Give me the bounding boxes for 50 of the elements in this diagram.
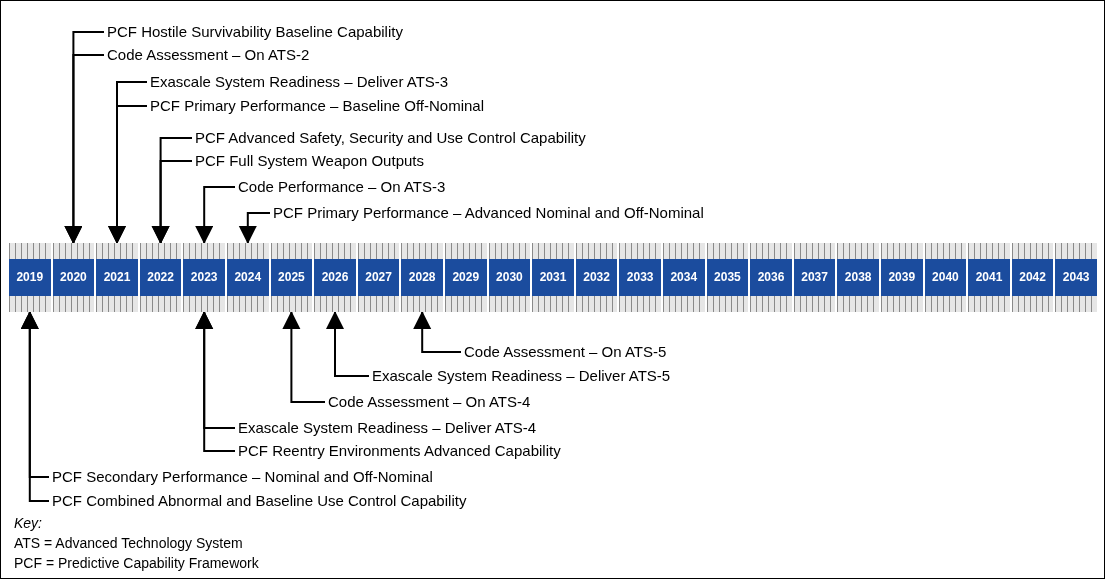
milestone-label: Code Assessment – On ATS-2 bbox=[107, 46, 310, 64]
year-cell: 2027 bbox=[357, 243, 402, 312]
year-cell: 2041 bbox=[968, 243, 1012, 312]
year-cell: 2019 bbox=[9, 243, 53, 312]
year-cell: 2039 bbox=[881, 243, 925, 312]
year-cell: 2042 bbox=[1011, 243, 1056, 312]
arrow bbox=[413, 311, 462, 353]
milestone-label: PCF Secondary Performance – Nominal and Off-Nominal bbox=[52, 468, 433, 486]
milestone-label: PCF Hostile Survivability Baseline Capability bbox=[107, 23, 403, 41]
milestone-label: PCF Primary Performance – Advanced Nominal and Off-Nominal bbox=[273, 204, 704, 222]
key-heading: Key: bbox=[14, 515, 42, 532]
year-cell: 2024 bbox=[227, 243, 271, 312]
year-cell: 2037 bbox=[793, 243, 838, 312]
arrow bbox=[238, 212, 271, 244]
arrow bbox=[282, 311, 326, 403]
year-cell: 2025 bbox=[270, 243, 315, 312]
year-cell: 2020 bbox=[52, 243, 97, 312]
year-cell: 2031 bbox=[532, 243, 576, 312]
year-cell: 2040 bbox=[924, 243, 969, 312]
milestone-label: Code Performance – On ATS-3 bbox=[238, 178, 446, 196]
milestone-label: PCF Primary Performance – Baseline Off-Nominal bbox=[150, 97, 484, 115]
key-entry: ATS = Advanced Technology System bbox=[14, 535, 243, 552]
year-cell: 2029 bbox=[445, 243, 489, 312]
milestone-label: Exascale System Readiness – Deliver ATS-3 bbox=[150, 73, 449, 91]
arrow bbox=[195, 186, 236, 244]
key-entry: PCF = Predictive Capability Framework bbox=[14, 555, 259, 572]
milestone-label: Code Assessment – On ATS-5 bbox=[464, 343, 667, 361]
year-cell: 2030 bbox=[488, 243, 533, 312]
year-cell: 2036 bbox=[750, 243, 794, 312]
arrow bbox=[151, 160, 193, 244]
year-cell: 2038 bbox=[837, 243, 881, 312]
arrow bbox=[326, 311, 370, 377]
milestone-label: PCF Combined Abnormal and Baseline Use Control Capability bbox=[52, 492, 467, 510]
year-cell: 2028 bbox=[401, 243, 445, 312]
milestone-label: PCF Advanced Safety, Security and Use Control Capability bbox=[195, 129, 586, 147]
milestone-label: PCF Reentry Environments Advanced Capability bbox=[238, 442, 561, 460]
year-cell: 2034 bbox=[663, 243, 707, 312]
year-cell: 2023 bbox=[183, 243, 227, 312]
year-cell: 2026 bbox=[314, 243, 358, 312]
year-cell: 2035 bbox=[706, 243, 751, 312]
year-cell: 2033 bbox=[619, 243, 663, 312]
year-cell: 2021 bbox=[96, 243, 140, 312]
milestone-label: Code Assessment – On ATS-4 bbox=[328, 393, 531, 411]
milestone-label: Exascale System Readiness – Deliver ATS-4 bbox=[238, 419, 537, 437]
year-cell: 2022 bbox=[139, 243, 184, 312]
arrow bbox=[195, 311, 236, 452]
year-cell: 2032 bbox=[575, 243, 620, 312]
milestone-label: PCF Full System Weapon Outputs bbox=[195, 152, 424, 170]
milestone-label: Exascale System Readiness – Deliver ATS-5 bbox=[372, 367, 671, 385]
year-cell: 2043 bbox=[1055, 243, 1099, 312]
